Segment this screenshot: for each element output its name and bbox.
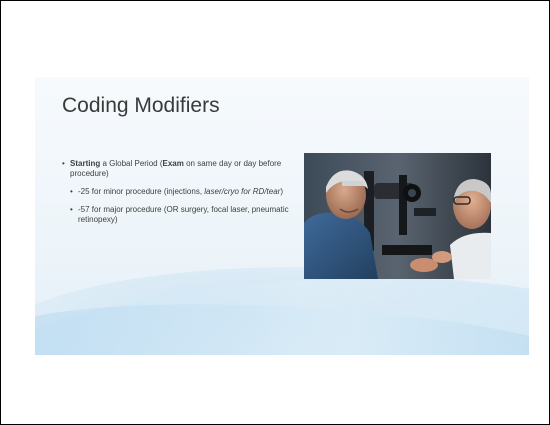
- bullet-item: • Starting a Global Period (Exam on same…: [62, 159, 292, 179]
- bullet-bold-mid: Exam: [162, 159, 184, 168]
- bullet-text: a Global Period (: [100, 159, 163, 168]
- bullet-dot: •: [70, 205, 73, 214]
- slide: Coding Modifiers • Starting a Global Per…: [35, 77, 529, 355]
- bullet-dot: •: [70, 187, 73, 196]
- bullet-list: • Starting a Global Period (Exam on same…: [62, 159, 292, 225]
- eye-exam-photo-icon: [304, 153, 491, 279]
- sub-bullet-text: -57 for major procedure (OR surgery, foc…: [78, 205, 289, 224]
- sub-bullet-item: • -57 for major procedure (OR surgery, f…: [70, 205, 292, 225]
- bullet-bold-lead: Starting: [70, 159, 101, 168]
- slide-title: Coding Modifiers: [62, 94, 220, 117]
- sub-bullet-item: • -25 for minor procedure (injections, l…: [70, 187, 292, 197]
- sub-bullet-text: -25 for minor procedure (injections,: [78, 187, 205, 196]
- bullet-text: on same day or day before procedure): [70, 159, 282, 178]
- bullet-dot: •: [62, 159, 65, 168]
- sub-bullet-italic: laser/cryo for RD/tear: [204, 187, 281, 196]
- sub-bullet-tail: ): [280, 187, 283, 196]
